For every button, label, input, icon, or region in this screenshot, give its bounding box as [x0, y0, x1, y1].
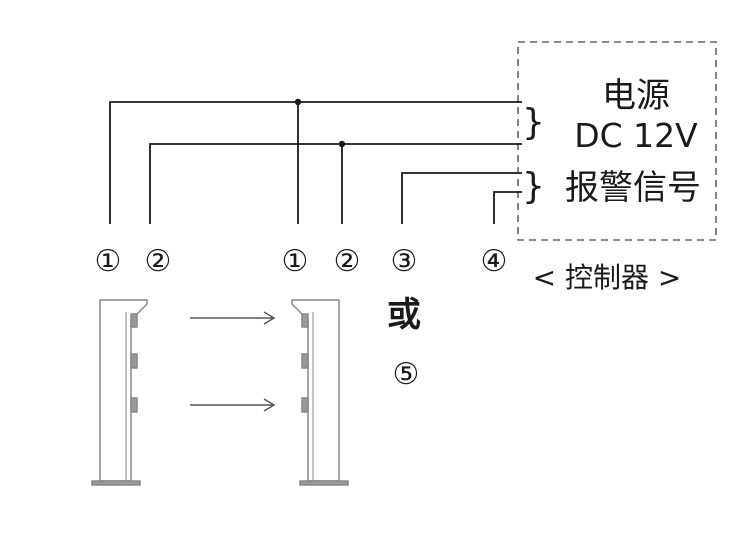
controller-caption: < 控制器 >	[533, 261, 682, 294]
rx-terminal-4: ④	[481, 244, 508, 279]
wire-negative	[149, 143, 522, 224]
tx-terminal-1: ①	[95, 244, 122, 279]
power-brace: }	[522, 102, 545, 143]
wire-alarm-signal	[493, 191, 522, 224]
beam-arrows	[190, 311, 276, 412]
junction-dot-negative	[338, 140, 346, 148]
power-title: 电源	[602, 76, 670, 116]
junction-dot-positive	[294, 98, 302, 106]
rx-terminal-3: ③	[391, 244, 418, 279]
controller-box	[517, 41, 717, 241]
wires	[109, 101, 522, 224]
rx-terminal-5: ⑤	[393, 357, 420, 392]
alarm-brace: }	[522, 166, 545, 207]
transmitter-post	[91, 299, 148, 486]
tx-terminal-2: ②	[145, 244, 172, 279]
receiver-post	[291, 299, 349, 486]
beam-arrow-bottom	[190, 398, 276, 412]
rx-terminal-2: ②	[334, 244, 361, 279]
wire-alarm-common	[401, 172, 522, 224]
beam-arrow-top	[190, 311, 276, 325]
rx-terminal-1: ①	[282, 244, 309, 279]
or-label: 或	[387, 295, 421, 335]
alarm-label: 报警信号	[565, 168, 701, 208]
wire-positive	[109, 101, 522, 224]
power-spec: DC 12V	[574, 116, 698, 155]
